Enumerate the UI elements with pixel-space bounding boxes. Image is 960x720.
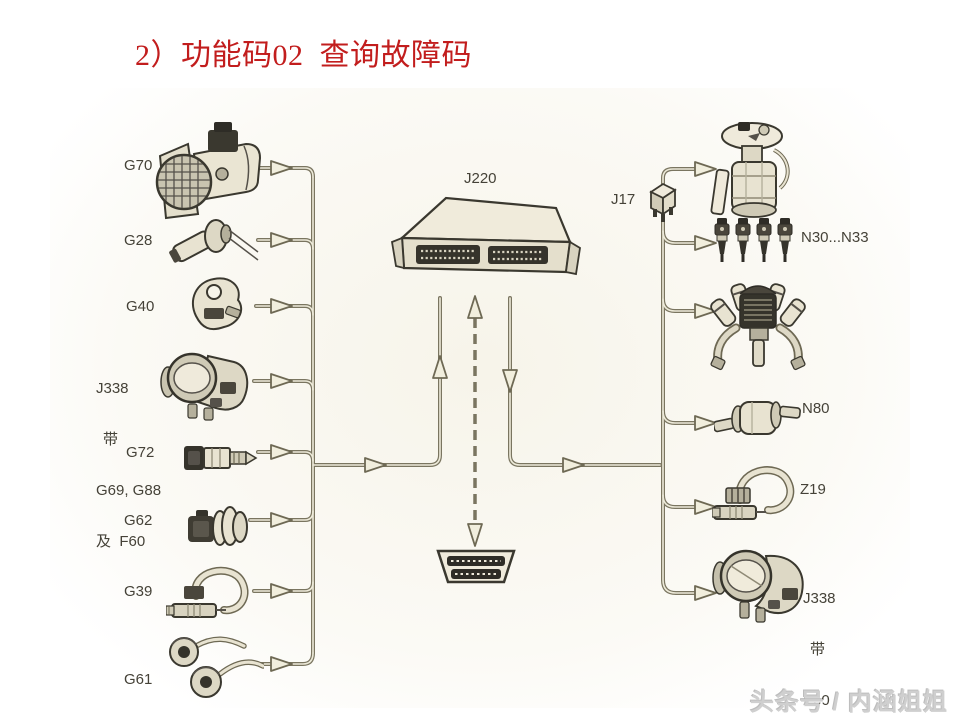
fuel-injectors-n30-n33 [714,218,793,262]
label-g28: G28 [124,232,153,249]
temperature-sensor-g72 [184,446,258,470]
flow-arrowheads [270,160,717,672]
engine-control-unit-j220 [390,196,581,276]
label-g72: G72 [126,444,155,461]
label-j220: J220 [464,170,497,187]
fuel-pump-assembly [710,122,790,218]
knock-sensors-g61-g66 [169,636,264,698]
label-z19: Z19 [800,481,826,498]
obd-diagnostic-connector [436,549,516,584]
label-g62: G62 [124,512,153,529]
label-j17: J17 [611,191,636,208]
oxygen-sensor-heater-z19 [712,466,795,520]
label-j338-v60: J338 带 V60 [803,590,836,709]
evap-purge-valve-n80 [714,401,801,435]
throttle-body-j338-g69-g88-f60 [160,352,249,421]
watermark: 头条号 / 内涵姐姐 [749,689,948,716]
mass-airflow-sensor-g70 [155,122,262,220]
label-g61-g66: G61 及 G66 [124,671,153,688]
oxygen-sensor-g39 [166,566,249,618]
label-g70: G70 [124,157,153,174]
engine-speed-sensor-g28 [169,219,259,263]
label-g40: G40 [126,298,155,315]
label-j338-g69-g88-f60: J338 带 G69, G88 及 F60 [96,380,162,550]
ignition-coil-pack [710,283,806,371]
label-n30-n33: N30...N33 [801,229,869,246]
slide-title: 2）功能码02 查询故障码 [135,39,472,72]
fuel-pump-relay-j17 [649,182,677,222]
hall-sensor-g40 [191,277,243,331]
label-g39: G39 [124,583,153,600]
coolant-temperature-sensor-g62 [188,506,248,546]
label-n80: N80 [802,400,830,417]
throttle-body-j338-v60 [712,549,804,623]
